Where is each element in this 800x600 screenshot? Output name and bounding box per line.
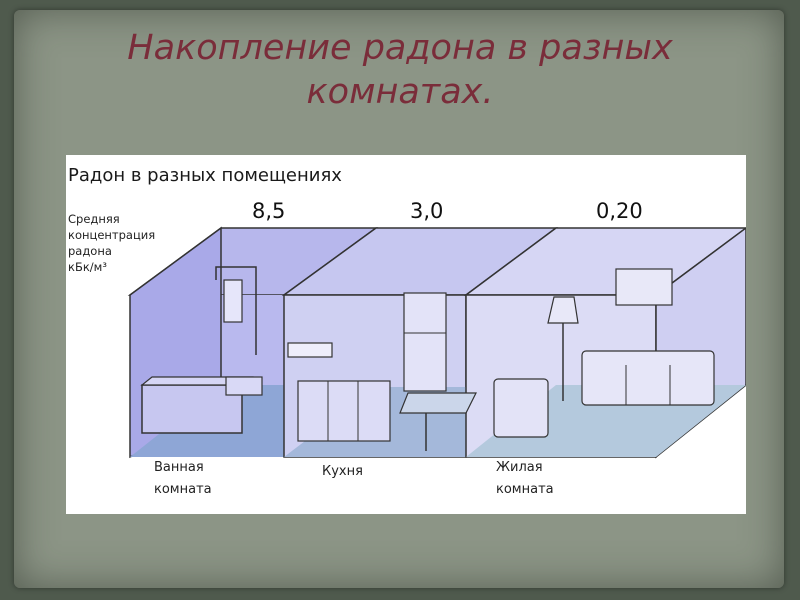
axis-label-line-2: концентрация <box>68 228 156 242</box>
radon-figure: Радон в разных помещениях Средняя концен… <box>66 155 746 514</box>
living-room-value: 0,20 <box>596 199 643 223</box>
living-room-label: Жилая комната <box>496 457 554 501</box>
figure-title: Радон в разных помещениях <box>68 165 342 186</box>
range-hood <box>287 342 333 358</box>
kitchen-label: Кухня <box>322 461 363 483</box>
wall-picture <box>615 268 673 306</box>
sink <box>225 376 263 396</box>
fridge <box>403 292 447 392</box>
armchair <box>493 378 549 438</box>
kitchen-cabinets <box>297 380 391 442</box>
bathroom-value: 8,5 <box>252 199 286 223</box>
kitchen-label-line-1: Кухня <box>322 464 363 479</box>
sofa <box>581 350 715 406</box>
axis-label-line-4: кБк/м³ <box>68 260 107 274</box>
lamp-shade <box>547 296 579 324</box>
bathroom-label-line-1: Ванная <box>154 460 204 475</box>
bathroom-label: Ванная комната <box>154 457 212 501</box>
axis-label-line-1: Средняя <box>68 212 120 226</box>
slide-title-line-1: Накопление радона в разных <box>127 28 673 68</box>
living-label-line-2: комната <box>496 482 554 497</box>
water-heater <box>223 279 243 323</box>
bathtub <box>141 384 243 434</box>
bathroom-label-line-2: комната <box>154 482 212 497</box>
kitchen-table <box>399 392 477 414</box>
axis-label-line-3: радона <box>68 244 112 258</box>
rooms-illustration <box>127 226 746 459</box>
slide-title: Накопление радона в разных комнатах. <box>60 26 740 114</box>
kitchen-value: 3,0 <box>410 199 444 223</box>
shower-pipe <box>215 266 257 355</box>
concentration-label: Средняя концентрация радона кБк/м³ <box>68 211 158 275</box>
slide-title-line-2: комнатах. <box>306 72 494 112</box>
living-label-line-1: Жилая <box>496 460 543 475</box>
